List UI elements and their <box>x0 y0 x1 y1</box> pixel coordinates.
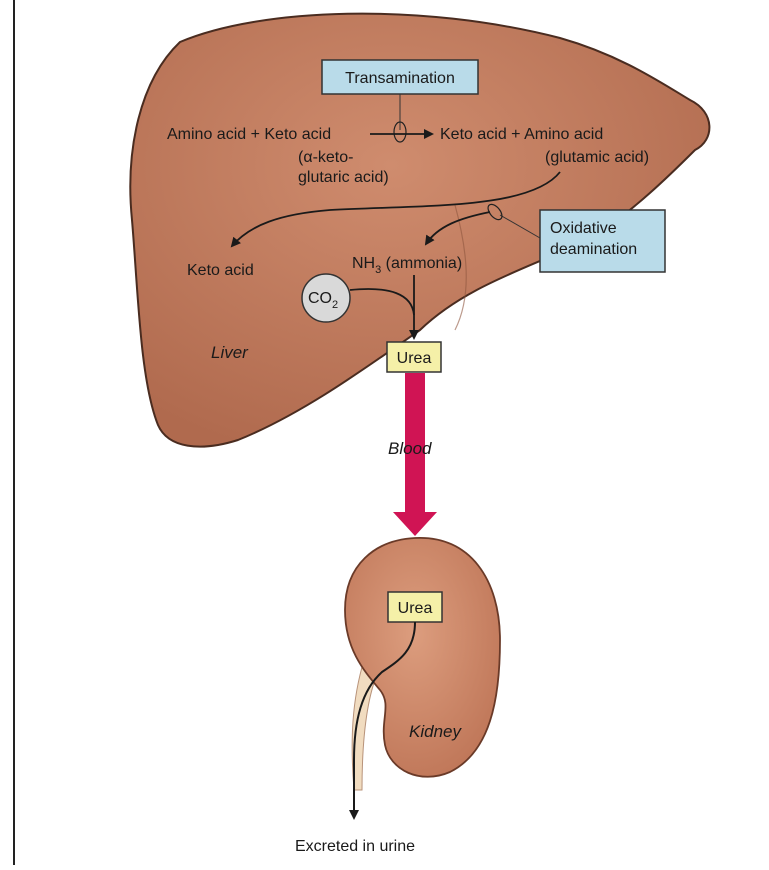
kidney-label: Kidney <box>409 722 462 741</box>
urea-liver-label: Urea <box>397 350 432 367</box>
blood-arrow-head <box>393 512 437 536</box>
liver-label: Liver <box>211 343 249 362</box>
reaction-right-text: Keto acid + Amino acid <box>440 126 603 143</box>
oxidative-label-line1: Oxidative <box>550 220 617 237</box>
oxidative-label-line2: deamination <box>550 241 637 258</box>
glutamic-acid-text: (glutamic acid) <box>545 149 649 166</box>
alpha-keto-line2: glutaric acid) <box>298 169 389 186</box>
alpha-keto-line1: (α-keto- <box>298 149 353 166</box>
reaction-left-text: Amino acid + Keto acid <box>167 126 331 143</box>
blood-label: Blood <box>388 439 432 458</box>
keto-acid-text: Keto acid <box>187 262 254 279</box>
excreted-label: Excreted in urine <box>295 838 415 855</box>
transamination-label: Transamination <box>345 70 455 87</box>
urea-kidney-label: Urea <box>398 600 433 617</box>
